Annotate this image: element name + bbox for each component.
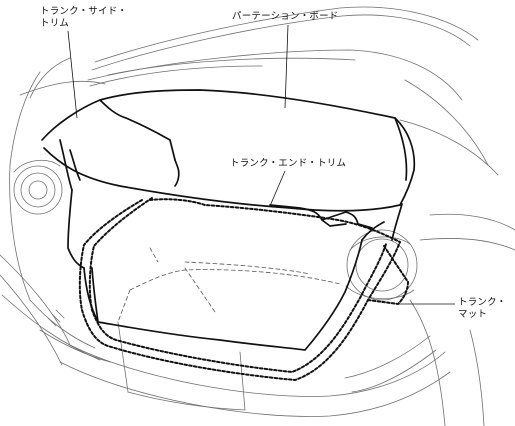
- label-trunk-mat-line1: トランク・: [458, 297, 507, 308]
- label-trunk-end-trim: トランク・エンド・トリム: [230, 158, 346, 170]
- label-trunk-side-trim-line1: トランク・サイド・: [40, 6, 128, 17]
- leader-partition-board: [284, 24, 289, 109]
- trunk-mat-outline: [78, 197, 409, 382]
- label-trunk-mat: トランク・ マット: [458, 297, 506, 321]
- label-partition-board-text: パーテーション・ボード: [232, 11, 339, 22]
- label-trunk-side-trim-line2: トリム: [40, 18, 70, 29]
- label-trunk-side-trim: トランク・サイド・ トリム: [40, 6, 127, 30]
- label-trunk-end-trim-text: トランク・エンド・トリム: [230, 158, 347, 169]
- callout-leaders: [67, 24, 455, 305]
- trunk-trim-outline: [41, 89, 416, 351]
- leader-trunk-side-trim: [67, 30, 78, 119]
- car-body-outline: [0, 6, 515, 426]
- leader-trunk-end-trim: [269, 170, 286, 207]
- label-partition-board: パーテーション・ボード: [232, 11, 339, 23]
- trunk-floor-hidden-lines: [117, 247, 341, 323]
- label-trunk-mat-line2: マット: [458, 309, 488, 320]
